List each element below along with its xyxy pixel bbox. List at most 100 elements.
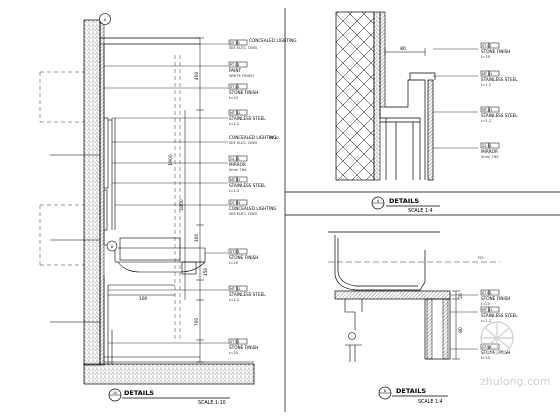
- callout-stone-finish-3: ST 01 STONE FINISH t=20: [228, 338, 258, 355]
- detail-a-scale: SCALE 1:4: [408, 208, 433, 214]
- callout-tag: ST 01: [482, 44, 492, 48]
- callout-sub: SEE ELEC. DWG: [229, 212, 258, 216]
- detail-b-dim-80: 80: [458, 327, 464, 333]
- detail-b-level: FFL: [478, 256, 484, 260]
- main-detail-title-block: 20 DETAILS SCALE 1:10: [108, 388, 230, 406]
- watermark-logo: [480, 321, 514, 355]
- callout-sub: t=20: [481, 356, 491, 360]
- callout-tag: MT 01: [482, 108, 492, 112]
- callout-title: STONE FINISH: [229, 255, 258, 260]
- callout-stainless-steel-1: MT 01 STAINLESS STEEL t=1.2: [228, 109, 266, 126]
- callout-sub: t=1.2: [229, 298, 239, 302]
- detail-a-title-block: A DETAILS SCALE 1:4: [371, 196, 440, 214]
- dim-400: 400: [194, 72, 200, 81]
- callout-paint: PT 01 PAINT WHITE FINISH: [228, 61, 254, 78]
- detail-b-section: 20 80 FFL: [328, 231, 500, 362]
- detail-b-number: B: [384, 389, 387, 393]
- detail-a-number: A: [377, 199, 380, 203]
- callout-sub: 5mm THK: [229, 168, 247, 172]
- callout-sub: t=20: [481, 55, 491, 59]
- detail-title: DETAILS: [124, 389, 154, 397]
- callout-b-stainless-steel: MT 01 STAINLESS STEEL t=1.2: [480, 306, 518, 323]
- dim-100: 100: [139, 296, 148, 302]
- callout-title: STONE FINISH: [229, 90, 258, 95]
- callout-sub: t=20: [481, 302, 491, 306]
- sheet-dividers: [284, 8, 560, 412]
- watermark-text: zhulong.com: [480, 375, 550, 388]
- detail-b-title: DETAILS: [396, 387, 426, 395]
- callout-title: STAINLESS STEEL: [229, 183, 266, 188]
- callout-a-stone-finish: ST 01 STONE FINISH t=20: [480, 42, 510, 59]
- dim-150: 150: [203, 268, 209, 277]
- callout-a-stainless-steel-2: MT 01 STAINLESS STEEL t=1.2: [480, 106, 518, 123]
- detail-b-dim-20: 20: [458, 293, 464, 299]
- callout-tag: MT 01: [230, 111, 240, 115]
- callout-a-mirror: GL 01 MIRROR 5mm THK: [480, 142, 499, 159]
- callout-sub: SEE ELEC. DWG: [229, 46, 258, 50]
- dim-1900: 1900: [168, 154, 174, 166]
- callout-title: STAINLESS STEEL: [481, 113, 518, 118]
- watermark: zhulong.com: [480, 321, 550, 388]
- callout-title: STAINLESS STEEL: [229, 116, 266, 121]
- callout-tag: MT 01: [482, 72, 492, 76]
- main-detail-callouts: DT 01 CONCEALED LIGHTING SEE ELEC. DWG P…: [228, 38, 296, 355]
- detail-a-section: 80: [335, 11, 478, 181]
- detail-b-title-block: B DETAILS SCALE 1:4: [378, 386, 448, 405]
- callout-stainless-steel-3: MT 01 STAINLESS STEEL t=1.2: [228, 285, 266, 302]
- section-marker-a: A: [104, 18, 107, 22]
- callout-tag: MT 01: [230, 287, 240, 291]
- callout-tag: GL 01: [482, 144, 492, 148]
- callout-tag: DT 01: [230, 41, 240, 45]
- callout-concealed-lighting-3: DT 03 CONCEALED LIGHTING SEE ELEC. DWG: [228, 199, 276, 216]
- callout-title: MIRROR: [481, 149, 498, 154]
- callout-tag: ST 01: [230, 340, 240, 344]
- callout-tag: MT 01: [230, 178, 240, 182]
- callout-title: STONE FINISH: [229, 345, 258, 350]
- detail-a-dim-80: 80: [400, 46, 406, 52]
- callout-sub: t=1.2: [229, 122, 239, 126]
- callout-title: CONCEALED LIGHTING: [229, 206, 276, 211]
- callout-stone-finish-1: ST 01 STONE FINISH t=20: [228, 83, 258, 100]
- callout-title: STAINLESS STEEL: [481, 77, 518, 82]
- callout-title: STAINLESS STEEL: [229, 292, 266, 297]
- callout-sub: t=20: [229, 261, 239, 265]
- callout-sub: t=1.2: [481, 119, 491, 123]
- detail-b-scale: SCALE 1:4: [418, 399, 443, 405]
- detail-a-title: DETAILS: [389, 197, 419, 205]
- callout-title: PAINT: [229, 68, 241, 73]
- callout-title: STONE FINISH: [481, 49, 510, 54]
- callout-sub: t=20: [229, 96, 239, 100]
- callout-title: STAINLESS STEEL: [481, 313, 518, 318]
- callout-b-stone-finish-1: ST 01 STONE FINISH t=20: [480, 289, 510, 306]
- callout-tag: MT 01: [482, 308, 492, 312]
- callout-tag: GL 01: [230, 157, 240, 161]
- callout-sub: t=1.2: [229, 189, 239, 193]
- callout-tag: ST 01: [482, 291, 492, 295]
- callout-sub: t=1.2: [481, 83, 491, 87]
- callout-title: STONE FINISH: [481, 296, 510, 301]
- detail-scale: SCALE 1:10: [198, 400, 226, 406]
- callout-sub: t=20: [229, 351, 239, 355]
- callout-title: STONE FINISH: [481, 350, 510, 355]
- section-marker-b: B: [111, 245, 114, 249]
- callout-concealed-lighting-1: DT 01 CONCEALED LIGHTING SEE ELEC. DWG: [228, 38, 296, 50]
- callout-sub: WHITE FINISH: [229, 74, 254, 78]
- callout-title: CONCEALED LIGHTING: [229, 135, 276, 140]
- callout-tag: DT 03: [230, 201, 240, 205]
- callout-sub: t=1.2: [481, 319, 491, 323]
- callout-tag: ST 01: [230, 250, 240, 254]
- callout-sub: SEE ELEC. DWG: [229, 141, 258, 145]
- dim-300: 300: [194, 234, 200, 243]
- callout-sub: 5mm THK: [481, 155, 499, 159]
- callout-tag: ST 01: [230, 85, 240, 89]
- dim-700: 700: [194, 318, 200, 327]
- callout-stainless-steel-2: MT 01 STAINLESS STEEL t=1.2: [228, 176, 266, 193]
- detail-number: 20: [113, 391, 117, 395]
- main-section-detail: A B 400 1900 2800 300 150 700 100: [39, 13, 255, 385]
- detail-a-callouts: ST 01 STONE FINISH t=20 MT 01 STAINLESS …: [480, 42, 518, 159]
- callout-tag: PT 01: [230, 63, 240, 67]
- callout-mirror-1: GL 01 MIRROR 5mm THK: [228, 155, 247, 172]
- callout-stone-finish-2: ST 01 STONE FINISH t=20: [228, 248, 258, 265]
- callout-tag: DT 02: [269, 136, 279, 140]
